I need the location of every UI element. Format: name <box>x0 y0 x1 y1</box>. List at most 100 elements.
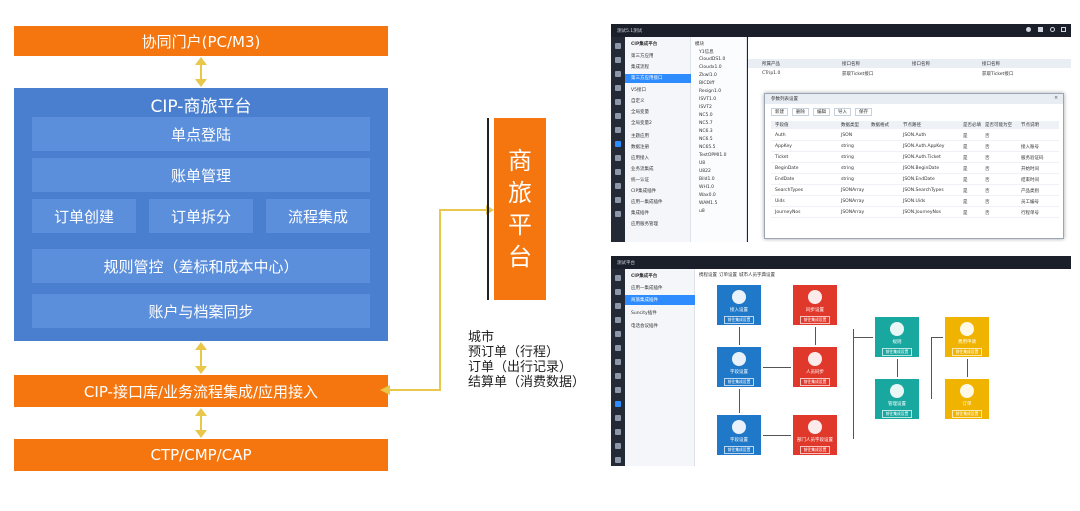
tree-item[interactable]: NC5.7 <box>699 121 713 126</box>
tree-item[interactable]: BICDiff <box>699 81 715 86</box>
sidebar-item[interactable]: 自定义 <box>631 99 645 104</box>
rail-icon[interactable] <box>615 155 621 161</box>
tree-item[interactable]: ZkwI1.0 <box>699 73 717 78</box>
tree-item[interactable]: 模块 <box>695 42 704 47</box>
rail-icon-active[interactable] <box>615 401 621 407</box>
sidebar-item[interactable]: 电话会议插件 <box>631 324 658 329</box>
sidebar-item[interactable]: 应用一集成插件 <box>631 200 663 205</box>
rail-icon[interactable] <box>615 197 621 203</box>
wrench-icon[interactable] <box>1038 27 1043 32</box>
flow-card[interactable]: 管理设置 前往集成设置 <box>875 379 919 419</box>
logout-icon[interactable] <box>1061 27 1066 32</box>
tree-item[interactable]: WH1.0 <box>699 185 714 190</box>
rail-icon[interactable] <box>615 457 621 463</box>
tree-item[interactable]: u8 <box>699 209 705 214</box>
flow-card[interactable]: 费用申请 前往集成设置 <box>945 317 989 357</box>
tree-item[interactable]: U8 <box>699 161 706 166</box>
flow-card-button[interactable]: 前往集成设置 <box>723 378 755 386</box>
sidebar-item-active[interactable]: 第三方应用接口 <box>631 76 663 81</box>
rail-icon[interactable] <box>615 331 621 337</box>
tree-item[interactable]: ISVT2 <box>699 105 712 110</box>
tree-item[interactable]: NC6.3 <box>699 129 713 134</box>
rail-icon[interactable] <box>615 43 621 49</box>
flow-card[interactable]: 订单 前往集成设置 <box>945 379 989 419</box>
flow-card-button[interactable]: 前往集成设置 <box>951 410 983 418</box>
sidebar-item[interactable]: 第三方应用 <box>631 54 654 59</box>
sidebar-item[interactable]: 应用服务管理 <box>631 222 658 227</box>
sidebar-item[interactable]: V5接口 <box>631 88 646 93</box>
rail-icon[interactable] <box>615 359 621 365</box>
rail-icon[interactable] <box>615 303 621 309</box>
flow-card-button[interactable]: 前往集成设置 <box>723 446 755 454</box>
rail-icon[interactable] <box>615 345 621 351</box>
close-icon[interactable]: × <box>1054 95 1059 101</box>
sidebar-item[interactable]: 业务流集成 <box>631 167 654 172</box>
sidebar-item[interactable]: 应用一集成插件 <box>631 286 663 291</box>
rail-icon[interactable] <box>615 387 621 393</box>
tree-item[interactable]: Bild1.0 <box>699 177 715 182</box>
import-button[interactable]: 导入 <box>834 108 851 116</box>
rail-icon[interactable] <box>615 57 621 63</box>
tree-item[interactable]: Resign1.0 <box>699 89 722 94</box>
tab-city-dict[interactable]: 城市人员字典设置 <box>739 273 775 278</box>
flow-card[interactable]: 字段设置 前往集成设置 <box>717 347 761 387</box>
rail-icon[interactable] <box>615 373 621 379</box>
sidebar-item[interactable]: 集成流程 <box>631 65 649 70</box>
flow-card-button[interactable]: 前往集成设置 <box>799 378 831 386</box>
sidebar-item[interactable]: 数据注册 <box>631 145 649 150</box>
sidebar-item[interactable]: 主题应用 <box>631 134 649 139</box>
flow-card-button[interactable]: 前往集成设置 <box>951 348 983 356</box>
flow-card[interactable]: 字段设置 前往集成设置 <box>717 415 761 455</box>
flow-card-button[interactable]: 前往集成设置 <box>799 446 831 454</box>
flow-card-button[interactable]: 前往集成设置 <box>881 348 913 356</box>
delete-button[interactable]: 删除 <box>792 108 809 116</box>
rail-icon[interactable] <box>615 85 621 91</box>
rail-icon[interactable] <box>615 183 621 189</box>
sidebar-item-active[interactable]: 商旅集成插件 <box>631 298 658 303</box>
tree-item[interactable]: TestOPMI1.0 <box>699 153 727 158</box>
tree-item[interactable]: NC5.0 <box>699 113 713 118</box>
flow-card[interactable]: 同步设置 前往集成设置 <box>793 285 837 325</box>
rail-icon[interactable] <box>615 99 621 105</box>
tree-item[interactable]: NC6.5 <box>699 137 713 142</box>
tab-ctrip[interactable]: 携程设置 <box>699 273 717 278</box>
tree-item[interactable]: NC65.5 <box>699 145 716 150</box>
flow-card[interactable]: 规则 前往集成设置 <box>875 317 919 357</box>
flow-card[interactable]: 部门人员字段设置 前往集成设置 <box>793 415 837 455</box>
rail-icon[interactable] <box>615 317 621 323</box>
rail-icon[interactable] <box>615 211 621 217</box>
rail-icon[interactable] <box>615 127 621 133</box>
sidebar-item[interactable]: 统一认证 <box>631 178 649 183</box>
help-icon[interactable] <box>1050 27 1055 32</box>
tree-item[interactable]: Y1信息 <box>699 50 714 55</box>
tree-item[interactable]: Wax0.0 <box>699 193 716 198</box>
tree-item[interactable]: ISVT1.0 <box>699 97 717 102</box>
rail-icon[interactable] <box>615 275 621 281</box>
flow-card[interactable]: 接入设置 前往集成设置 <box>717 285 761 325</box>
rail-icon[interactable] <box>615 71 621 77</box>
sidebar-item[interactable]: 全局变量2 <box>631 121 652 126</box>
home-icon[interactable] <box>1026 27 1031 32</box>
tab-order[interactable]: 订单设置 <box>719 273 737 278</box>
new-button[interactable]: 新建 <box>771 108 788 116</box>
sidebar-item[interactable]: CIP集成插件 <box>631 189 657 194</box>
rail-icon[interactable] <box>615 443 621 449</box>
rail-icon[interactable] <box>615 113 621 119</box>
flow-card-button[interactable]: 前往集成设置 <box>723 316 755 324</box>
rail-icon-active[interactable] <box>615 141 621 147</box>
sidebar-item[interactable]: 集成插件 <box>631 211 649 216</box>
flow-card[interactable]: 人员同步 前往集成设置 <box>793 347 837 387</box>
save-button[interactable]: 保存 <box>855 108 872 116</box>
sidebar-item[interactable]: Suncity插件 <box>631 311 657 316</box>
sidebar-item[interactable]: 全局变量 <box>631 110 649 115</box>
rail-icon[interactable] <box>615 169 621 175</box>
rail-icon[interactable] <box>615 429 621 435</box>
